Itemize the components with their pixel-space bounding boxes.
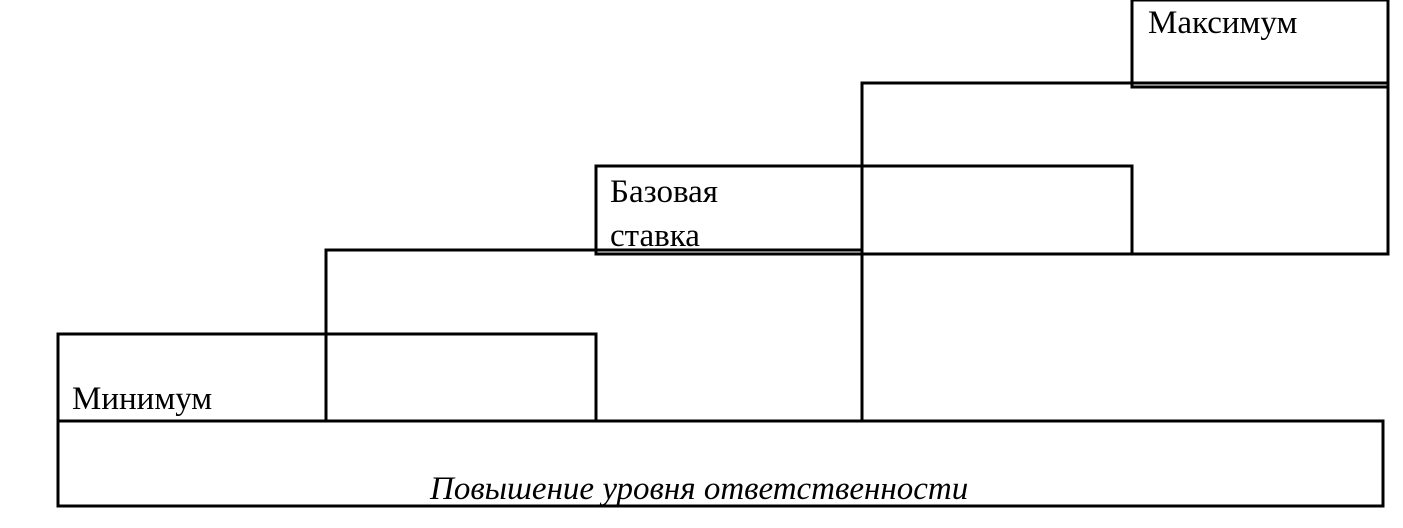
step-label-maximum: Максимум bbox=[1148, 5, 1298, 41]
step-box-2 bbox=[324, 248, 864, 423]
step-label-base-rate-line-1: Базовая bbox=[610, 174, 718, 210]
step-label-base-rate-line-2: ставка bbox=[610, 218, 700, 254]
step-label-base-rate: Базовая ставка bbox=[610, 170, 718, 258]
step-box-maximum bbox=[1130, 0, 1390, 89]
axis-caption: Повышение уровня ответственности bbox=[430, 471, 969, 507]
step-box-4 bbox=[860, 81, 1390, 256]
step-label-minimum: Минимум bbox=[72, 381, 213, 417]
